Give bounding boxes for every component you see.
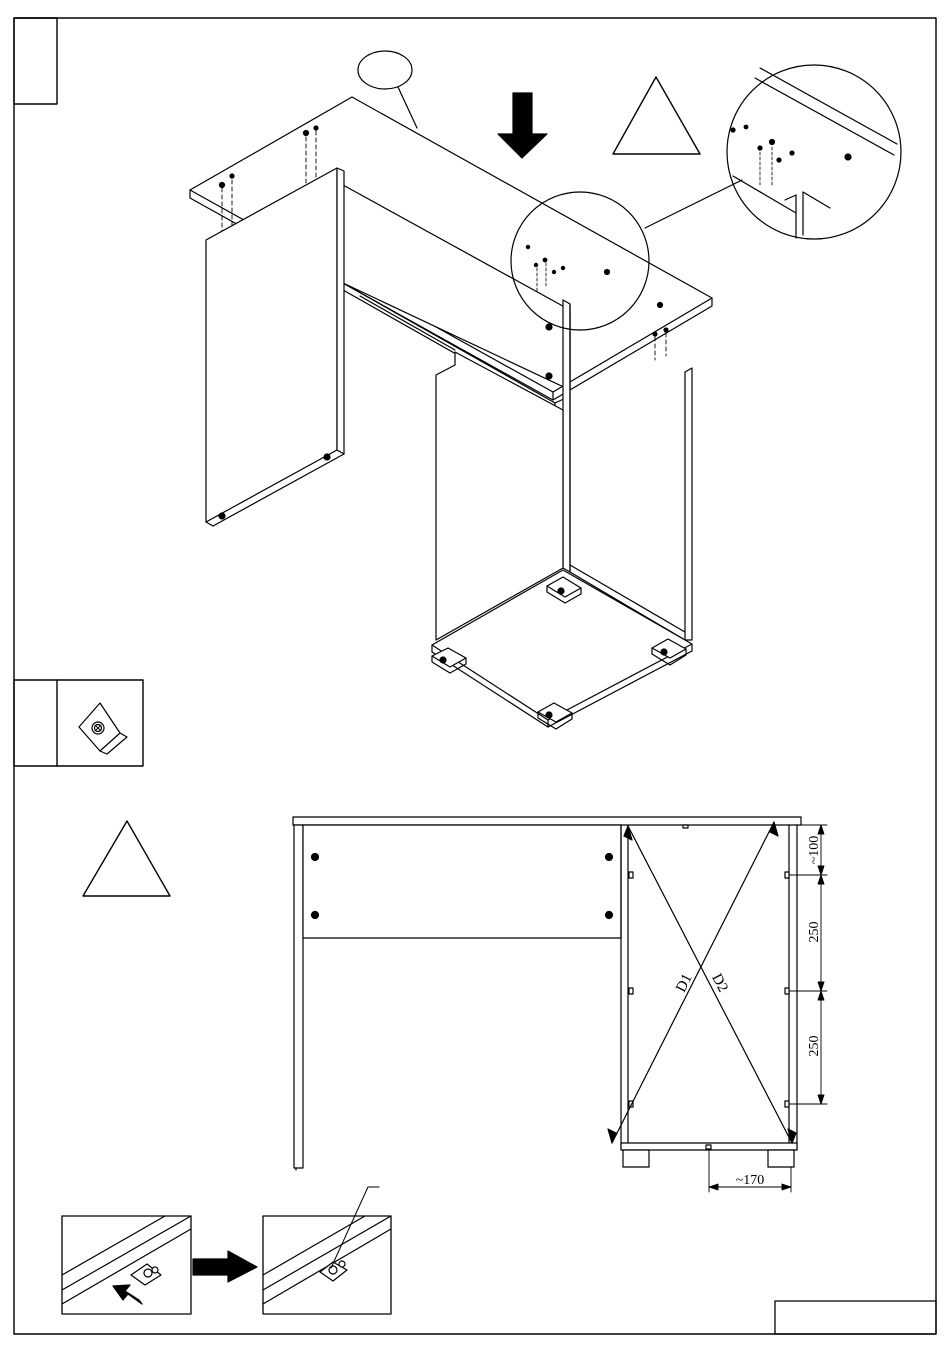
diagonal-2-label: D2 bbox=[708, 971, 731, 995]
pedestal-front bbox=[621, 825, 797, 1167]
dimension-spacing-1: 250 bbox=[807, 922, 822, 943]
desk-top-edge bbox=[293, 817, 801, 825]
step-number-box bbox=[14, 18, 57, 104]
isometric-assembly-view bbox=[190, 51, 901, 729]
corner-bracket-icon bbox=[320, 1261, 347, 1281]
front-elevation-view: D1 D2 ~100 250 250 ~170 bbox=[293, 817, 827, 1192]
corner-bracket-icon bbox=[131, 1264, 161, 1285]
bracket-detail-after bbox=[263, 1187, 391, 1314]
diagonal-measure-lines: D1 D2 bbox=[608, 822, 796, 1143]
detail-circle-zoom bbox=[727, 65, 901, 239]
modesty-panel-front bbox=[303, 825, 621, 938]
dimension-bottom-offset: ~170 bbox=[736, 1173, 765, 1188]
dimension-spacing-2: 250 bbox=[807, 1036, 822, 1057]
right-arrow-icon bbox=[193, 1251, 257, 1282]
detail-connector-line bbox=[645, 180, 742, 228]
corner-bracket-icon bbox=[79, 703, 127, 754]
left-side-panel bbox=[206, 168, 344, 526]
left-leg bbox=[294, 825, 303, 1168]
warning-triangle-icon bbox=[613, 77, 700, 154]
warning-triangle-icon bbox=[83, 821, 170, 896]
diagonal-1-label: D1 bbox=[673, 971, 696, 995]
insert-direction-arrow-icon bbox=[113, 1285, 142, 1304]
hardware-box bbox=[14, 680, 143, 766]
vertical-dimension-chain: ~100 250 250 bbox=[790, 825, 827, 1104]
page-footer-box bbox=[775, 1301, 936, 1334]
down-arrow-icon bbox=[498, 93, 547, 158]
bracket-detail-before bbox=[62, 1216, 191, 1314]
dimension-top-offset: ~100 bbox=[807, 836, 822, 865]
